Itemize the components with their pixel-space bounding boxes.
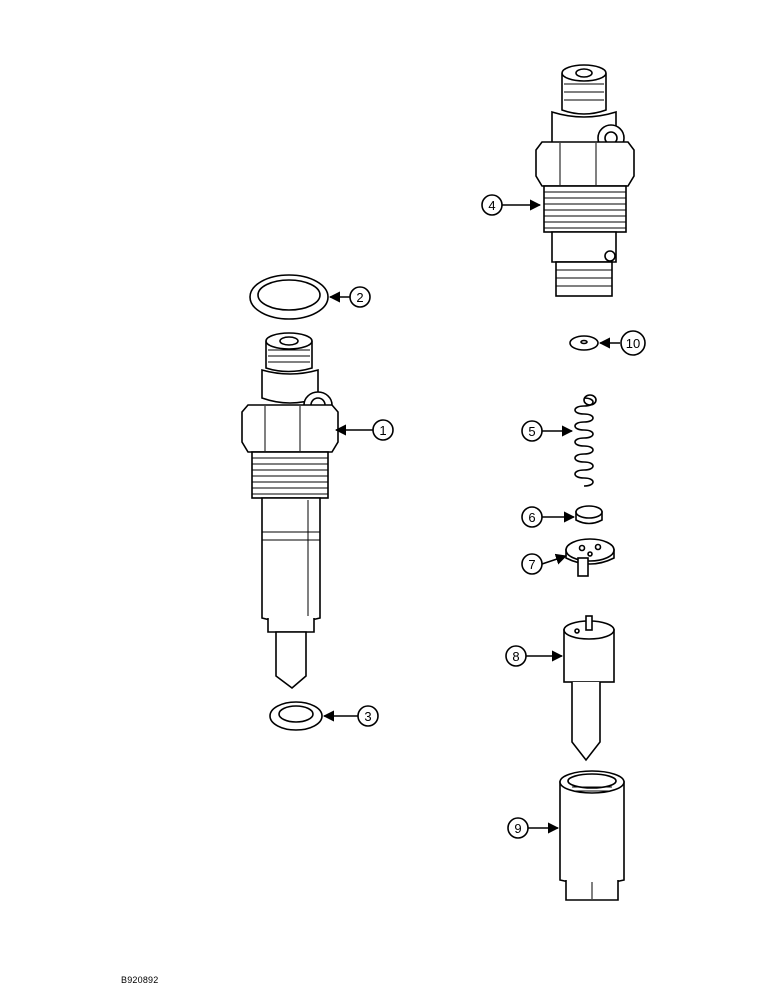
- part-nozzle-nut: [559, 770, 625, 901]
- callout-label: 4: [488, 198, 495, 213]
- callout-label: 7: [528, 557, 535, 572]
- callout-label: 3: [364, 709, 371, 724]
- callout-2: 2: [328, 286, 371, 308]
- callout-1: 1: [334, 419, 394, 441]
- callout-5: 5: [521, 420, 574, 442]
- callout-label: 5: [528, 424, 535, 439]
- callout-4: 4: [481, 194, 542, 216]
- callout-9: 9: [507, 817, 560, 839]
- part-spring: [574, 394, 597, 487]
- figure-code: B920892: [121, 975, 159, 985]
- callout-label: 6: [528, 510, 535, 525]
- part-injector-assembly: [241, 332, 339, 690]
- part-shim: [569, 335, 599, 351]
- part-nozzle: [563, 615, 615, 762]
- callout-10: 10: [598, 330, 646, 356]
- part-spring-seat: [575, 505, 603, 525]
- part-nozzle-holder-body: [535, 64, 635, 297]
- callout-6: 6: [521, 506, 576, 528]
- part-seal-ring: [249, 274, 329, 320]
- callout-7: 7: [521, 553, 568, 575]
- part-washer: [269, 701, 323, 731]
- callout-label: 9: [514, 821, 521, 836]
- callout-label: 10: [626, 336, 640, 351]
- callout-label: 8: [512, 649, 519, 664]
- callout-3: 3: [322, 705, 379, 727]
- callout-8: 8: [505, 645, 564, 667]
- callout-label: 1: [379, 423, 386, 438]
- part-spacer-plate: [565, 538, 615, 577]
- callout-label: 2: [356, 290, 363, 305]
